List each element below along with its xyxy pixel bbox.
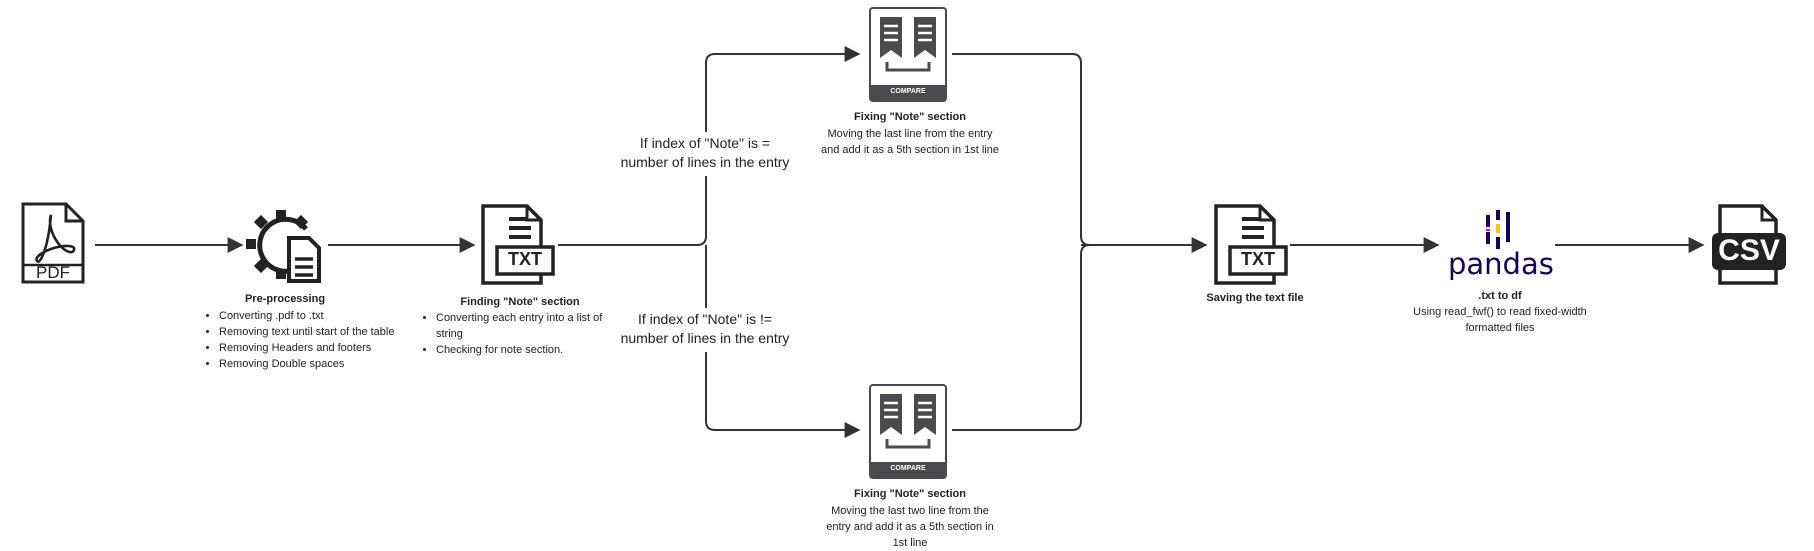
txt-to-df-title: .txt to df	[1478, 290, 1522, 302]
preprocessing-title: Pre-processing	[244, 293, 326, 305]
txt-to-df-desc: Using read_fwf() to read fixed-width for…	[1413, 306, 1587, 334]
txt-file-icon: TXT	[1212, 203, 1290, 287]
gear-document-icon	[244, 207, 324, 283]
merge-bottom-line	[952, 244, 1091, 431]
pdf-label: PDF	[36, 263, 70, 282]
finding-note-steps: Converting each entry into a list of str…	[420, 310, 632, 358]
list-item: Removing Headers and footers	[219, 340, 459, 356]
compare-label: COMPARE	[890, 465, 926, 472]
merge-top-line	[952, 53, 1091, 246]
preprocessing-steps: Converting .pdf to .txt Removing text un…	[203, 308, 459, 372]
fix-note-bottom-title: Fixing "Note" section	[854, 488, 966, 500]
pdf-file-icon: PDF	[20, 201, 86, 285]
txt-label: TXT	[508, 249, 542, 269]
compare-label: COMPARE	[890, 88, 926, 95]
list-item: Converting each entry into a list of str…	[436, 310, 632, 342]
csv-file-icon: CSV	[1710, 203, 1790, 287]
finding-note-title: Finding "Note" section	[460, 296, 580, 308]
compare-icon: COMPARE	[869, 7, 947, 102]
compare-icon: COMPARE	[869, 384, 947, 479]
csv-label: CSV	[1718, 234, 1780, 267]
branch-bottom-arrow	[705, 245, 861, 438]
fix-note-bottom-desc: Moving the last two line from the entry …	[826, 505, 994, 549]
saving-title: Saving the text file	[1206, 292, 1304, 304]
txt-label: TXT	[1241, 249, 1275, 269]
condition-not-equal-label: If index of "Note" is != number of lines…	[620, 311, 790, 346]
pandas-wordmark: pandas	[1448, 247, 1554, 281]
fix-note-top-desc: Moving the last line from the entry and …	[821, 128, 999, 156]
list-item: Removing Double spaces	[219, 356, 459, 372]
list-item: Checking for note section.	[436, 342, 632, 358]
fix-note-top-title: Fixing "Note" section	[854, 111, 966, 123]
list-item: Removing text until start of the table	[219, 324, 459, 340]
condition-equal-label: If index of "Note" is = number of lines …	[620, 135, 790, 170]
pandas-logo-icon: pandas	[1448, 210, 1554, 282]
list-item: Converting .pdf to .txt	[219, 308, 459, 324]
txt-file-icon: TXT	[479, 203, 557, 287]
